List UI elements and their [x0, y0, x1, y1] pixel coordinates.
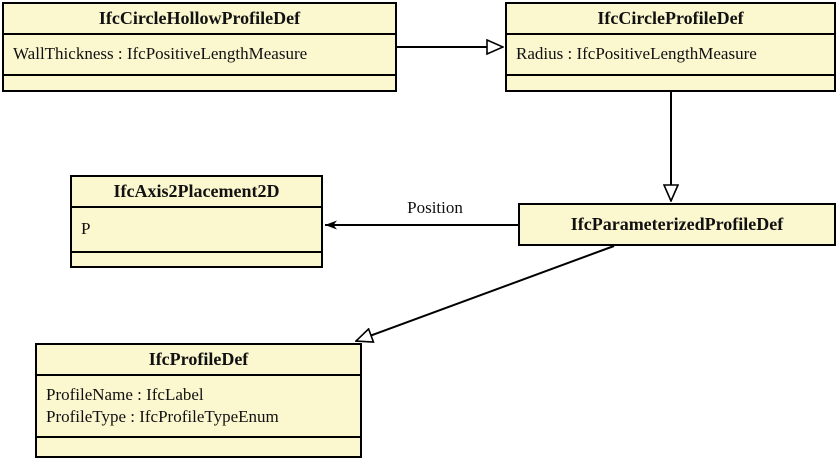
class-box-ifcparameterizedprofiledef: IfcParameterizedProfileDef [518, 203, 836, 246]
class-title: IfcProfileDef [37, 345, 360, 376]
attribute-line: WallThickness : IfcPositiveLengthMeasure [13, 44, 308, 64]
class-title: IfcCircleHollowProfileDef [4, 4, 395, 35]
class-empty-compartment [4, 76, 395, 90]
attribute-line: ProfileType : IfcProfileTypeEnum [46, 407, 279, 426]
class-attributes: P [72, 208, 321, 253]
class-title: IfcAxis2Placement2D [72, 177, 321, 208]
class-attributes: ProfileName : IfcLabel ProfileType : Ifc… [37, 376, 360, 438]
class-empty-compartment [507, 76, 834, 90]
association-role-label: Position [407, 198, 463, 217]
class-title: IfcCircleProfileDef [507, 4, 834, 35]
attribute-line: Radius : IfcPositiveLengthMeasure [516, 44, 757, 64]
attribute-line: ProfileName : IfcLabel [46, 384, 204, 404]
class-box-ifccircleprofiledef: IfcCircleProfileDef Radius : IfcPositive… [505, 2, 836, 92]
class-box-ifccirclehollowprofiledef: IfcCircleHollowProfileDef WallThickness … [2, 2, 397, 92]
generalization-arrow-parameterized-to-profiledef [356, 245, 615, 341]
class-attributes: Radius : IfcPositiveLengthMeasure [507, 35, 834, 76]
class-empty-compartment [37, 438, 360, 456]
class-title: IfcParameterizedProfileDef [570, 214, 784, 234]
class-box-ifcprofiledef: IfcProfileDef ProfileName : IfcLabel Pro… [35, 343, 362, 458]
class-empty-compartment [72, 253, 321, 266]
class-attributes: WallThickness : IfcPositiveLengthMeasure [4, 35, 395, 76]
class-box-ifcaxis2placement2d: IfcAxis2Placement2D P [70, 175, 323, 268]
attribute-line: P [81, 219, 91, 239]
